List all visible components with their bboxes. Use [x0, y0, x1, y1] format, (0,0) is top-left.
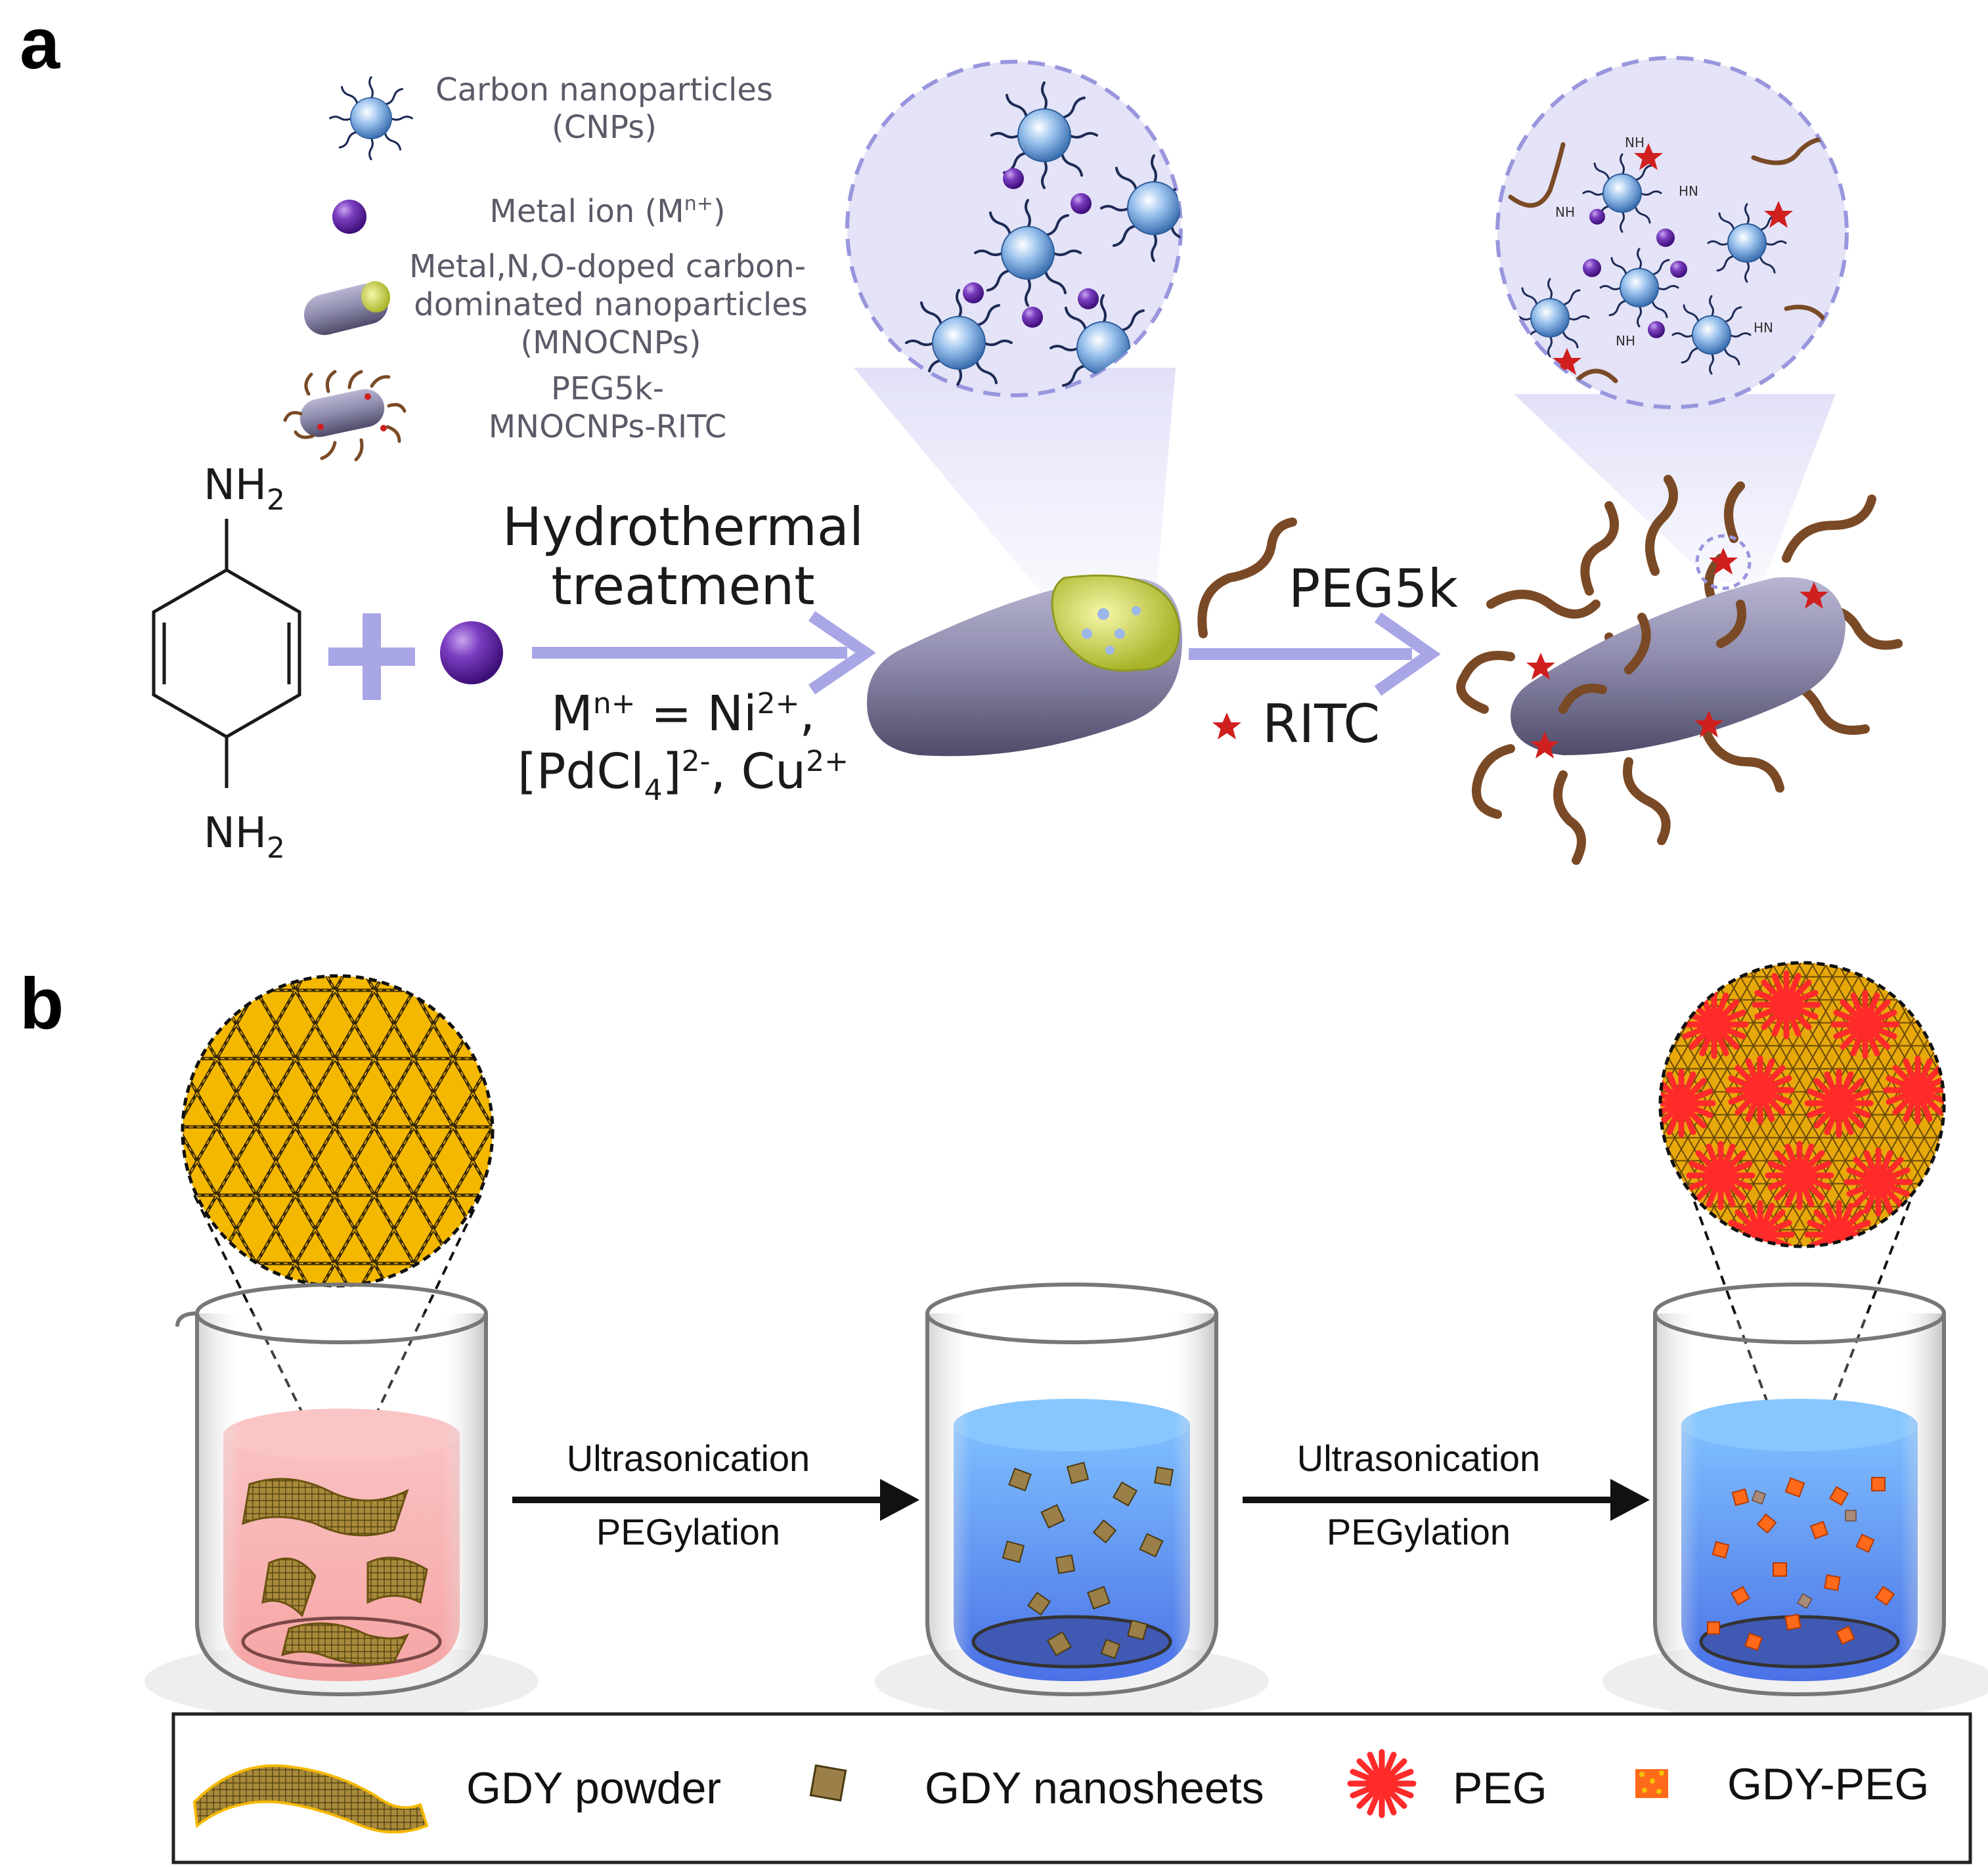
legend-gdy-nanosheets: GDY nanosheets [925, 1763, 1264, 1813]
legend-cnp-line1: Carbon nanoparticles [435, 72, 773, 108]
zoom-beam-1 [854, 368, 1176, 604]
mnocnp-capsule [867, 574, 1182, 757]
legend-peg: PEG [1453, 1763, 1547, 1813]
amine-bottom: NH2 [204, 809, 285, 865]
metal-ion-equation: Mn+ = Ni2+, [551, 686, 815, 742]
legend-cnp-line2: (CNPs) [552, 109, 657, 146]
plus-sign [328, 613, 415, 700]
metal-ion-reactant [440, 621, 503, 684]
peg-mnocnp-ritc-legend-icon [283, 370, 407, 462]
beaker-gdy-peg [1602, 1283, 1988, 1721]
legend-mnocnp-line1: Metal,N,O-doped carbon- [409, 248, 806, 285]
legend-peg-line1: PEG5k- [551, 370, 664, 407]
mnocnp-legend-icon [304, 281, 391, 336]
arrow1-bottom-label: PEGylation [596, 1511, 780, 1552]
zoom-label-2: HN [1679, 183, 1698, 199]
zoom-label-1: NH [1555, 204, 1575, 220]
zoom-label-3: NH [1625, 135, 1645, 150]
metal-complex-equation: [PdCl4]2-, Cu2+ [518, 743, 849, 807]
step2-ritc-label: RITC [1262, 693, 1380, 755]
pegylation-arrow [1189, 612, 1441, 696]
legend-mnocnp-line2: dominated nanoparticles [414, 286, 808, 323]
beaker-gdy-nanosheets [875, 1283, 1269, 1721]
cnp-legend-icon [329, 76, 413, 160]
zoom-circle-cnp-network [845, 60, 1183, 397]
zoom-label-5: NH [1616, 333, 1635, 349]
step1-label-line2: treatment [551, 556, 814, 617]
zoom-circle-pegylated: NH HN NH HN NH [1495, 56, 1849, 409]
ritc-star-icon [1212, 713, 1241, 739]
arrow2-top-label: Ultrasonication [1297, 1438, 1540, 1479]
amine-top: NH2 [204, 461, 285, 517]
panel-b-legend-box [171, 1712, 1972, 1864]
gdy-zoom-circle [181, 974, 495, 1288]
phenylenediamine-structure [152, 519, 301, 788]
zoom-label-4: HN [1754, 320, 1773, 336]
peg-legend-icon [1350, 1752, 1413, 1815]
arrow2-bottom-label: PEGylation [1327, 1511, 1511, 1552]
process-arrow-2 [1243, 1479, 1650, 1521]
legend-peg-line2: MNOCNPs-RITC [489, 408, 726, 445]
peg-mnocnp-ritc-particle [1456, 475, 1903, 865]
metal-ion-legend-icon [332, 200, 366, 234]
beaker-gdy-powder [144, 1283, 539, 1721]
panel-b-label: b [20, 963, 64, 1044]
gdy-nanosheet-legend-icon [809, 1764, 847, 1802]
gdy-peg-legend-icon [1635, 1769, 1668, 1798]
step2-peg-label: PEG5k [1289, 558, 1459, 619]
legend-metal-ion: Metal ion (Mn+) [489, 192, 725, 230]
process-arrow-1 [512, 1479, 919, 1521]
legend-mnocnp-line3: (MNOCNPs) [520, 324, 701, 361]
gdy-powder-legend-icon [192, 1764, 429, 1834]
legend-gdy-powder: GDY powder [466, 1763, 721, 1813]
peg-chain-icon [1197, 517, 1297, 638]
legend-gdy-peg: GDY-PEG [1727, 1759, 1929, 1809]
hydrothermal-arrow [532, 611, 876, 695]
arrow1-top-label: Ultrasonication [567, 1438, 810, 1479]
gdy-peg-zoom-circle [1658, 961, 1946, 1248]
panel-a-label: a [20, 3, 60, 84]
step1-label-line1: Hydrothermal [502, 496, 864, 558]
